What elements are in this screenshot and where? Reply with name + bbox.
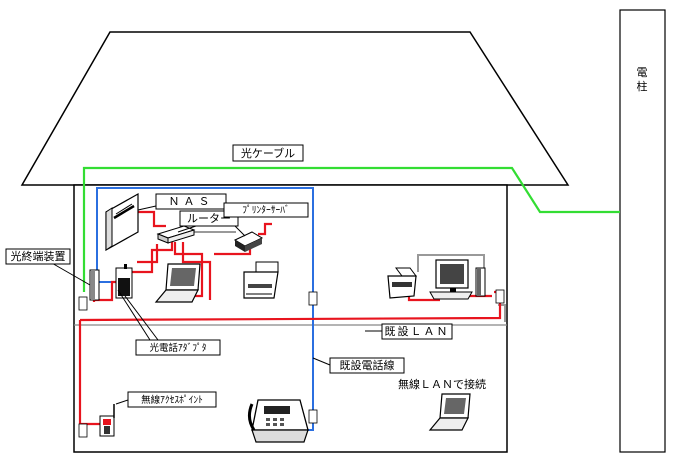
- wireless-ap-label-box: [127, 391, 217, 408]
- fiber-cable-line: [82, 166, 620, 292]
- desktop-pc-icon: [429, 259, 486, 300]
- onu-icon: [89, 269, 100, 301]
- nas-label: ＮＡＳ: [169, 195, 214, 208]
- house-roof: [20, 31, 570, 186]
- printer-server-label-box: [223, 202, 309, 218]
- fiber-cable-label: 光ケーブル: [241, 146, 295, 160]
- printer-icon-1f-right: [387, 267, 417, 299]
- utility-pole: [619, 9, 666, 453]
- onu-label: 光終端装置: [11, 249, 66, 263]
- laptop-icon-2f: [428, 393, 471, 431]
- printer-server-label: ﾌﾟﾘﾝﾀｰｻｰﾊﾞ: [242, 205, 290, 216]
- router-label: ルーター: [187, 212, 231, 225]
- nas-icon: [105, 192, 139, 252]
- utility-pole-label-2: 柱: [637, 79, 648, 93]
- fax-phone-icon: [247, 399, 309, 443]
- router-icon: [156, 225, 196, 244]
- existing-lan-label-box: [381, 323, 453, 340]
- printer-icon-1f: [243, 261, 279, 299]
- wireless-ap-icon: [99, 404, 115, 437]
- wireless-ap-label: 無線ｱｸｾｽﾎﾟｲﾝﾄ: [141, 394, 203, 406]
- phone-adapter-label: 光電話ｱﾀﾞﾌﾟﾀ: [149, 342, 206, 354]
- wireless-connection-label: 無線ＬＡＮで接続: [398, 377, 486, 391]
- wall-outlet-lan-right: [495, 289, 505, 304]
- existing-phone-line-label-box: [329, 357, 405, 374]
- printer-server-icon: [233, 231, 264, 252]
- wall-outlet-lan-ap: [78, 423, 88, 438]
- utility-pole-label-1: 電: [637, 66, 648, 79]
- wall-outlet-onu: [78, 296, 88, 311]
- phone-line: [96, 187, 314, 431]
- phone-adapter-icon: [115, 264, 133, 299]
- phone-adapter-label-box: [135, 339, 221, 356]
- existing-lan-label: 既設ＬＡＮ: [385, 324, 450, 338]
- wall-outlet-phone-2f: [308, 409, 318, 424]
- fiber-cable-label-box: [232, 144, 304, 162]
- laptop-icon-1f: [154, 263, 201, 303]
- existing-phone-line-label: 既設電話線: [340, 358, 395, 372]
- wall-outlet-phone-1f: [308, 291, 318, 306]
- onu-label-box: [5, 248, 71, 265]
- nas-label-box: [155, 193, 227, 210]
